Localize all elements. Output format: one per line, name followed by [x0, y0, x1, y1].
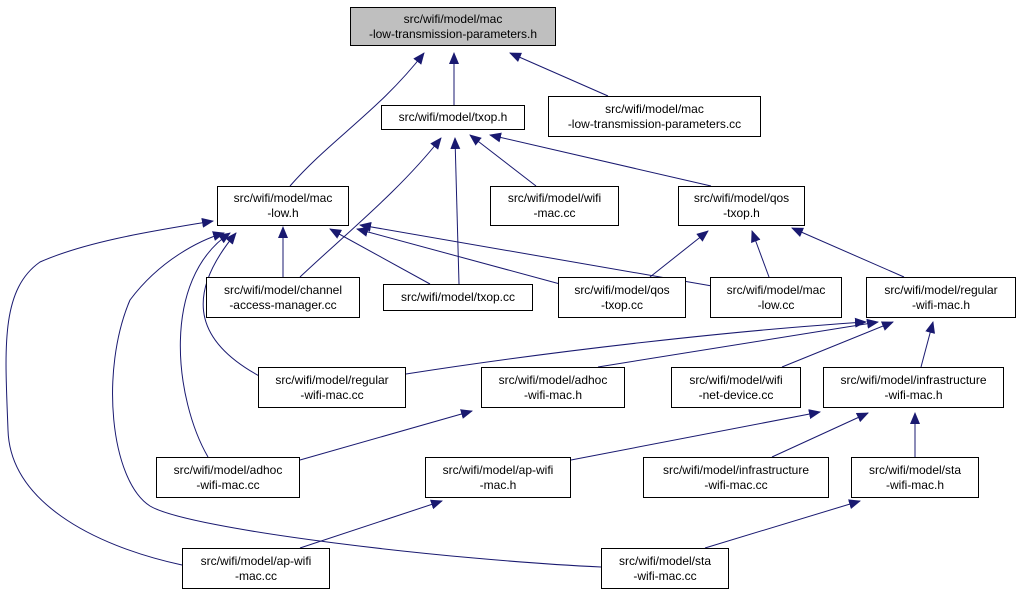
node-sta-h[interactable]: src/wifi/model/sta-wifi-mac.h — [851, 457, 979, 498]
node-apwifi-h[interactable]: src/wifi/model/ap-wifi-mac.h — [425, 457, 571, 498]
edge-mac_low_cc-to-mac_low_h — [359, 221, 713, 287]
node-label: -low-transmission-parameters.h — [368, 26, 538, 41]
edge-qos_txop_cc-to-qos_txop_h — [649, 230, 709, 278]
edge-txop_cc-to-txop_h — [450, 137, 461, 285]
edge-wifi_mac_cc-to-txop_h — [469, 134, 537, 187]
node-wifi-mac-cc[interactable]: src/wifi/model/wifi-mac.cc — [490, 186, 619, 226]
node-label: src/wifi/model/txop.cc — [400, 290, 516, 304]
node-label: src/wifi/model/infrastructure — [840, 372, 987, 387]
node-label: src/wifi/model/mac — [605, 101, 704, 116]
node-label: -wifi-mac.cc — [300, 387, 364, 402]
node-label: src/wifi/model/adhoc — [173, 462, 283, 477]
node-label: -mac.h — [479, 477, 517, 492]
edge-sta_cc-to-sta_h — [704, 499, 861, 549]
node-label: -txop.cc — [600, 297, 643, 312]
node-label: -wifi-mac.cc — [704, 477, 768, 492]
node-channel-cc[interactable]: src/wifi/model/channel-access-manager.cc — [206, 277, 360, 318]
node-label: -low.cc — [757, 297, 795, 312]
node-root: src/wifi/model/mac-low-transmission-para… — [350, 7, 556, 46]
node-label: -low-transmission-parameters.cc — [567, 116, 742, 131]
node-label: src/wifi/model/wifi — [507, 191, 602, 205]
node-label: -wifi-mac.h — [884, 387, 943, 402]
node-txop-h[interactable]: src/wifi/model/txop.h — [381, 105, 525, 130]
edge-sta_cc-to-mac_low_h — [112, 231, 602, 568]
node-qos-txop-cc[interactable]: src/wifi/model/qos-txop.cc — [558, 277, 686, 318]
node-txop-cc[interactable]: src/wifi/model/txop.cc — [383, 284, 533, 311]
node-label: -access-manager.cc — [229, 297, 337, 312]
node-label: -mac.cc — [235, 568, 277, 583]
node-mac-low-cc[interactable]: src/wifi/model/mac-low.cc — [710, 277, 842, 318]
edge-txop_cc-to-mac_low_h — [329, 228, 431, 285]
node-regular-cc[interactable]: src/wifi/model/regular-wifi-mac.cc — [258, 367, 406, 408]
node-label: src/wifi/model/regular — [275, 372, 389, 387]
edge-infra_cc-to-infra_h — [771, 412, 869, 458]
node-label: -wifi-mac.h — [911, 297, 970, 312]
edge-apwifi_cc-to-mac_low_h — [5, 217, 214, 566]
edge-regular_h-to-qos_txop_h — [791, 227, 905, 278]
edge-qos_txop_cc-to-mac_low_h — [356, 227, 561, 285]
edge-adhoc_cc-to-adhoc_h — [299, 409, 473, 461]
node-infra-cc[interactable]: src/wifi/model/infrastructure-wifi-mac.c… — [643, 457, 829, 498]
edge-mac_low_cc-to-qos_txop_h — [751, 230, 770, 278]
node-adhoc-h[interactable]: src/wifi/model/adhoc-wifi-mac.h — [481, 367, 625, 408]
node-netdev-cc[interactable]: src/wifi/model/wifi-net-device.cc — [671, 367, 801, 408]
edge-mltp_cc-to-root — [509, 52, 609, 97]
node-label: src/wifi/model/txop.h — [398, 110, 508, 124]
node-label: -txop.h — [723, 206, 760, 220]
node-apwifi-cc[interactable]: src/wifi/model/ap-wifi-mac.cc — [182, 548, 330, 589]
node-label: src/wifi/model/mac — [403, 11, 503, 26]
node-label: src/wifi/model/regular — [884, 282, 998, 297]
edge-adhoc_cc-to-mac_low_h — [179, 232, 231, 458]
edge-apwifi_cc-to-apwifi_h — [299, 499, 443, 549]
node-label: -mac.cc — [533, 206, 576, 220]
node-label: src/wifi/model/qos — [693, 191, 790, 205]
edge-mac_low_h-to-root — [289, 52, 425, 187]
edge-channel_cc-to-txop_h — [299, 137, 442, 278]
node-adhoc-cc[interactable]: src/wifi/model/adhoc-wifi-mac.cc — [156, 457, 300, 498]
node-qos-txop-h[interactable]: src/wifi/model/qos-txop.h — [678, 186, 805, 226]
edge-adhoc_h-to-regular_h — [597, 318, 879, 368]
node-label: -wifi-mac.h — [885, 477, 944, 492]
node-label: -wifi-mac.cc — [196, 477, 260, 492]
node-label: src/wifi/model/sta — [868, 462, 962, 477]
node-label: src/wifi/model/qos — [574, 282, 670, 297]
edge-apwifi_h-to-infra_h — [570, 409, 821, 461]
node-label: src/wifi/model/ap-wifi — [442, 462, 554, 477]
edge-regular_cc-to-mac_low_h — [202, 232, 264, 379]
node-label: src/wifi/model/wifi — [689, 372, 783, 387]
node-label: -wifi-mac.cc — [633, 568, 697, 583]
node-mac-low-h[interactable]: src/wifi/model/mac-low.h — [217, 186, 349, 226]
edge-qos_txop_h-to-txop_h — [489, 132, 712, 187]
node-infra-h[interactable]: src/wifi/model/infrastructure-wifi-mac.h — [823, 367, 1004, 408]
node-label: -low.h — [267, 206, 299, 220]
node-mltp-cc[interactable]: src/wifi/model/mac-low-transmission-para… — [548, 96, 761, 137]
node-label: -net-device.cc — [698, 387, 774, 402]
node-label: -wifi-mac.h — [523, 387, 582, 402]
node-label: src/wifi/model/mac — [233, 191, 333, 205]
edge-regular_cc-to-regular_h — [405, 317, 867, 375]
node-label: src/wifi/model/channel — [223, 282, 343, 297]
node-label: src/wifi/model/sta — [618, 553, 712, 568]
node-label: src/wifi/model/adhoc — [498, 372, 608, 387]
edge-netdev_cc-to-regular_h — [781, 321, 894, 368]
node-label: src/wifi/model/mac — [726, 282, 826, 297]
node-label: src/wifi/model/ap-wifi — [200, 553, 312, 568]
node-regular-h[interactable]: src/wifi/model/regular-wifi-mac.h — [866, 277, 1016, 318]
node-label: src/wifi/model/infrastructure — [662, 462, 810, 477]
edge-infra_h-to-regular_h — [920, 321, 935, 368]
node-sta-cc[interactable]: src/wifi/model/sta-wifi-mac.cc — [601, 548, 729, 589]
